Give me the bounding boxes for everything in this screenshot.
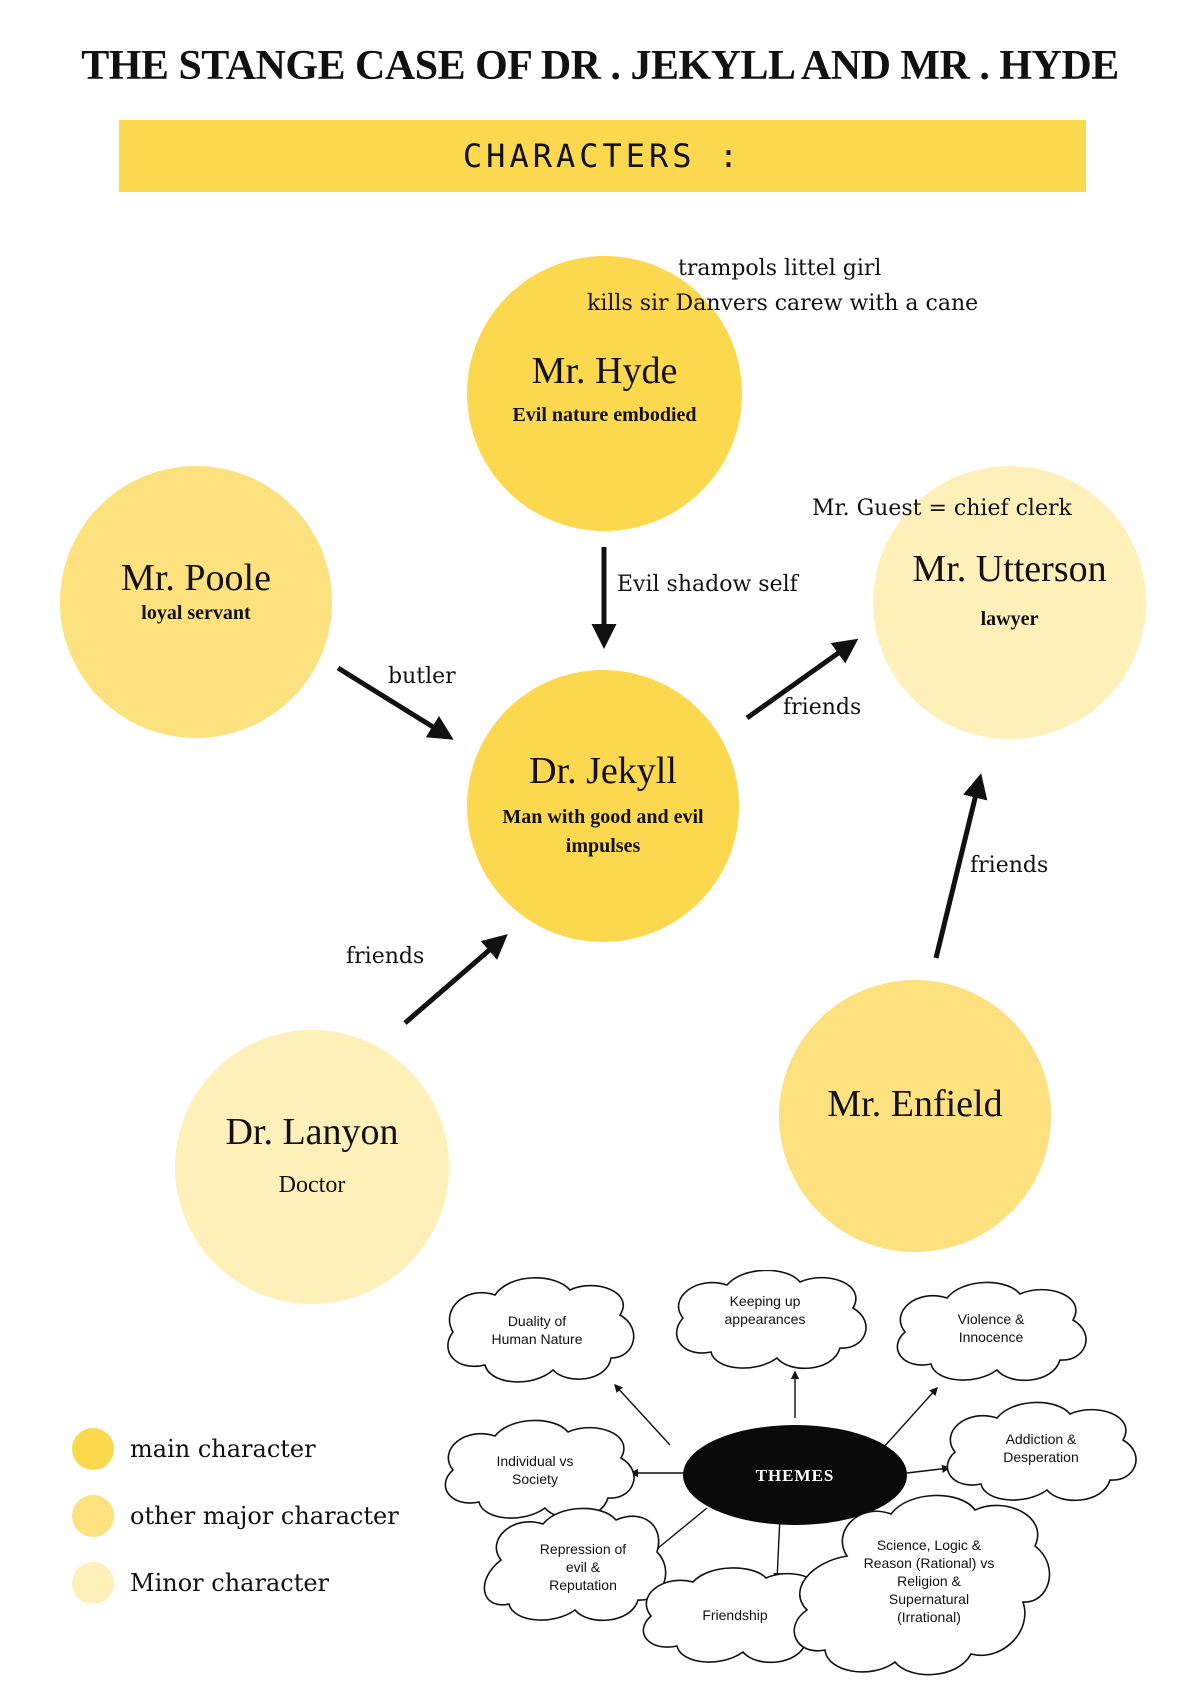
node-mr-utterson: Mr. Utterson lawyer [873,466,1146,739]
theme-line: Human Nature [491,1331,582,1347]
label-friends-lanyon: friends [346,944,425,969]
node-name: Mr. Hyde [531,350,678,393]
legend-label-minor: Minor character [130,1569,330,1597]
theme-link-addiction [906,1464,951,1474]
label-friends-enfield: friends [970,853,1049,878]
arrow-lanyon-jekyll [403,934,508,1025]
theme-line: Reputation [549,1577,617,1593]
theme-addiction: Addiction & Desperation [1003,1431,1079,1465]
theme-line: Innocence [959,1329,1024,1345]
label-friends-utterson: friends [783,695,862,720]
theme-science: Science, Logic & Reason (Rational) vs Reli… [864,1537,995,1625]
theme-violence: Violence & Innocence [958,1311,1025,1345]
page-title: THE STANGE CASE OF DR . JEKYLL AND MR . … [81,43,1119,89]
cloud-duality [447,1277,635,1383]
theme-line: Reason (Rational) vs [864,1555,995,1571]
legend-swatch-main [72,1428,114,1470]
theme-line: Keeping up [730,1293,801,1309]
themes-map: THEMES Duality of Human Nature Keeping up… [444,1270,1137,1676]
node-mr-hyde: Mr. Hyde Evil nature embodied [467,256,742,531]
theme-line: Desperation [1003,1449,1079,1465]
note-hyde-1: trampols littel girl [678,256,882,281]
banner-label: CHARACTERS : [462,137,743,175]
legend-item-major: other major character [72,1495,399,1537]
node-mr-poole: Mr. Poole loyal servant [60,466,332,738]
theme-friendship: Friendship [702,1607,768,1623]
theme-line: Repression of [540,1541,626,1557]
legend-swatch-major [72,1495,114,1537]
theme-link-duality [614,1383,671,1446]
legend-item-minor: Minor character [72,1562,329,1604]
theme-individual: Individual vs Society [496,1453,573,1487]
node-role: Evil nature embodied [512,403,697,426]
cloud-appearances [676,1270,867,1370]
theme-line: Supernatural [889,1591,969,1607]
cloud-science [793,1494,1051,1676]
theme-line: Addiction & [1006,1431,1077,1447]
node-dr-lanyon: Dr. Lanyon Doctor [175,1030,449,1304]
theme-link-friendship [773,1515,782,1582]
theme-line: Duality of [508,1313,566,1329]
node-mr-enfield: Mr. Enfield [779,980,1051,1252]
node-role: Doctor [278,1171,346,1198]
cloud-addiction [946,1401,1137,1502]
arrow-poole-jekyll [336,665,454,740]
node-role-line-1: Man with good and evil [502,805,704,828]
theme-repression: Repression of evil & Reputation [540,1541,626,1593]
node-role-line-2: impulses [565,834,641,857]
node-name: Mr. Enfield [827,1083,1003,1126]
theme-line: Violence & [958,1311,1025,1327]
legend-label-major: other major character [130,1502,399,1530]
legend-label-main: main character [130,1435,316,1463]
node-name: Mr. Poole [121,556,271,599]
legend-item-main: main character [72,1428,316,1470]
theme-line: Religion & [897,1573,961,1589]
themes-hub-label: THEMES [756,1466,835,1485]
label-evil-shadow-self: Evil shadow self [617,572,798,597]
theme-line: (Irrational) [897,1609,961,1625]
node-role: loyal servant [141,602,251,625]
legend-swatch-minor [72,1562,114,1604]
node-name: Mr. Utterson [912,548,1107,591]
cloud-violence [896,1281,1087,1382]
arrow-jekyll-utterson [745,638,859,721]
cloud-individual [444,1419,635,1520]
node-role: lawyer [980,607,1039,630]
note-utterson: Mr. Guest = chief clerk [812,496,1072,521]
node-name: Dr. Lanyon [225,1110,399,1153]
theme-duality: Duality of Human Nature [491,1313,582,1347]
theme-line: Individual vs [496,1453,573,1469]
theme-line: Friendship [702,1607,768,1623]
theme-appearances: Keeping up appearances [725,1293,806,1327]
theme-line: Society [512,1471,558,1487]
node-name: Dr. Jekyll [529,750,677,793]
note-hyde-2: kills sir Danvers carew with a cane [587,291,979,316]
theme-line: Science, Logic & [877,1537,982,1553]
character-links [336,547,988,1025]
node-dr-jekyll: Dr. Jekyll Man with good and evil impuls… [467,670,739,942]
characters-banner: CHARACTERS : [119,120,1086,192]
theme-link-violence [882,1386,938,1449]
theme-line: appearances [725,1311,806,1327]
themes-hub [683,1425,907,1525]
label-butler: butler [388,664,456,689]
arrow-enfield-utterson [933,773,988,959]
theme-line: evil & [566,1559,601,1575]
